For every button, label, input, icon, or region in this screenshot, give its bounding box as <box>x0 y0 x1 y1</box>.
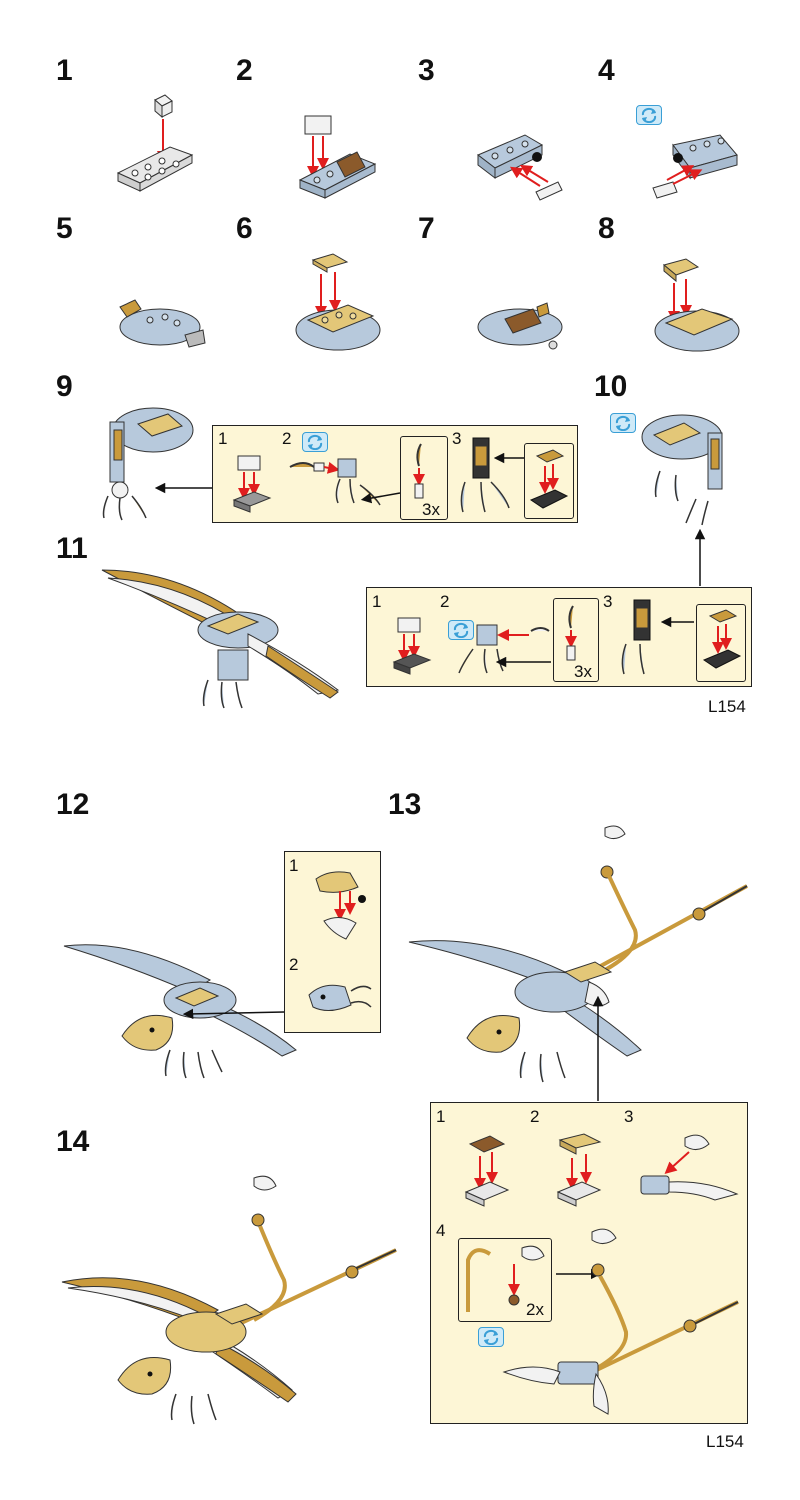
step13-sub-2: 2 <box>530 1107 540 1126</box>
step13-sub4-parts <box>466 1245 545 1312</box>
step3-illustration <box>477 134 563 201</box>
black-arrow-icon-step9 <box>154 482 212 494</box>
step9-sub2-illustration <box>289 458 381 506</box>
step12-sub2-illustration <box>308 984 372 1011</box>
step-number-6: 6 <box>236 212 253 245</box>
step-number-8: 8 <box>598 212 615 245</box>
step13-sub-1: 1 <box>436 1107 446 1126</box>
step12-sub-1: 1 <box>289 856 299 875</box>
step-number-2: 2 <box>236 54 253 87</box>
step12-sub1-illustration <box>315 871 366 940</box>
step5-illustration <box>119 299 206 348</box>
step11-claw-part <box>565 605 577 661</box>
black-arrow-icon-step10 <box>694 528 706 586</box>
step-number-12: 12 <box>56 788 90 821</box>
step11-sub-2: 2 <box>440 592 450 611</box>
step12-sub-2: 2 <box>289 955 299 974</box>
step-number-1: 1 <box>56 54 73 87</box>
step2-illustration <box>298 115 377 199</box>
step9-sub3-illustration <box>460 437 510 513</box>
step9-result-illustration <box>102 407 194 521</box>
step-number-5: 5 <box>56 212 73 245</box>
step13-quantity: 2x <box>526 1300 544 1319</box>
step11-sub1-illustration <box>392 617 432 675</box>
step11-sub-3: 3 <box>603 592 613 611</box>
step4-illustration <box>652 134 738 199</box>
black-arrow-icon-step13-sub4 <box>556 1268 602 1280</box>
step10-result-illustration <box>641 414 723 526</box>
step-number-11: 11 <box>56 532 88 565</box>
step-number-3: 3 <box>418 54 435 87</box>
step9-sub3-parts <box>529 449 569 509</box>
step-number-14: 14 <box>56 1125 90 1158</box>
black-arrow-icon-step9-sub3 <box>493 452 525 464</box>
step1-illustration <box>116 94 194 192</box>
black-arrow-icon-step11-sub <box>495 656 551 668</box>
page-code-top: L154 <box>708 697 746 716</box>
page-code-bottom: L154 <box>706 1432 744 1451</box>
step9-sub-2: 2 <box>282 429 292 448</box>
step-number-10: 10 <box>594 370 628 403</box>
step13-sub-3: 3 <box>624 1107 634 1126</box>
step14-eagle-illustration <box>61 1175 397 1425</box>
step13-sub2-illustration <box>556 1133 602 1207</box>
step-number-9: 9 <box>56 370 73 403</box>
step-number-13: 13 <box>388 788 422 821</box>
step11-sub3-parts <box>702 609 742 669</box>
black-arrow-icon-step13 <box>592 995 604 1101</box>
step9-subassembly-panel <box>212 425 578 523</box>
step11-quantity: 3x <box>574 662 592 681</box>
step9-sub-1: 1 <box>218 429 228 448</box>
step11-sub3-illustration <box>621 599 651 675</box>
step11-result-illustration <box>101 569 340 709</box>
step13-sub-4: 4 <box>436 1221 446 1240</box>
step11-sub-1: 1 <box>372 592 382 611</box>
step8-illustration <box>654 258 740 352</box>
step9-quantity: 3x <box>422 500 440 519</box>
rotate-icon-step11 <box>448 620 474 640</box>
step-number-7: 7 <box>418 212 435 245</box>
rotate-icon-step9 <box>302 432 328 452</box>
rotate-icon-step10 <box>610 413 636 433</box>
step9-claw-part <box>413 443 425 499</box>
step7-illustration <box>477 302 563 350</box>
step9-sub1-illustration <box>232 455 272 513</box>
step13-sub1-illustration <box>464 1135 510 1207</box>
step6-illustration <box>295 253 381 351</box>
black-arrow-icon-step12 <box>182 1008 285 1020</box>
step13-eagle-illustration <box>408 825 748 1083</box>
step-number-4: 4 <box>598 54 615 87</box>
rotate-icon-step13 <box>478 1327 504 1347</box>
rotate-icon-step4 <box>636 105 662 125</box>
step12-eagle-illustration <box>63 944 297 1079</box>
black-arrow-icon-step11-sub3 <box>660 616 694 628</box>
black-arrow-icon-step9-sub <box>360 492 401 504</box>
step13-sub3-illustration <box>640 1134 739 1201</box>
step11-sub2-illustration <box>458 624 550 674</box>
step13-sub4-result <box>502 1228 739 1415</box>
step9-sub-3: 3 <box>452 429 462 448</box>
